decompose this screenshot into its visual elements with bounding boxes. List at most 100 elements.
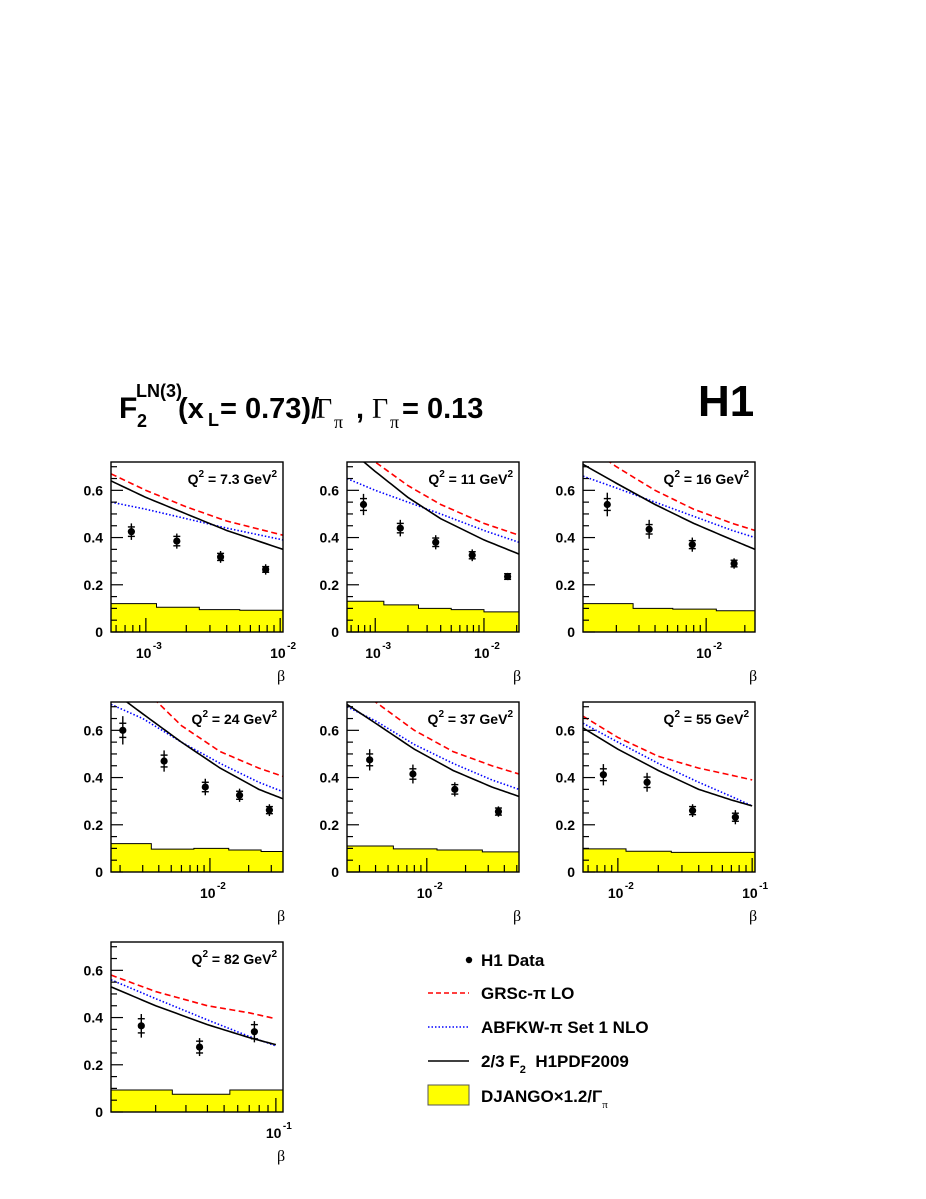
h1-logo: H1 [698, 377, 754, 426]
title-gamma-2: Γ [372, 394, 388, 425]
x-tick-exponent: -1 [283, 1121, 292, 1132]
y-tick-label: 0.2 [320, 817, 340, 833]
q2-label: Q2 = 7.3 GeV2 [188, 469, 278, 487]
django-histogram [111, 843, 283, 872]
x-axis-label: β [513, 908, 521, 925]
data-point [432, 535, 440, 550]
yellow-box-icon [427, 1084, 470, 1106]
legend-item-grs: GRSc-π LO [428, 984, 574, 1003]
q2-label: Q2 = 37 GeV2 [428, 709, 514, 727]
x-tick-exponent: -2 [217, 881, 226, 892]
x-tick-label: 10 [365, 645, 381, 661]
x-axis-label: β [277, 1148, 285, 1165]
legend-label: H1 Data [481, 951, 545, 970]
plot-frame [582, 701, 756, 873]
title-comma: , [356, 393, 364, 425]
django-histogram [583, 848, 755, 872]
legend-item-django: DJANGO×1.2/Γπ [427, 1084, 608, 1111]
y-tick-label: 0.2 [556, 817, 576, 833]
title-sup: LN(3) [136, 381, 182, 401]
data-point [366, 749, 374, 771]
data-marker-icon [465, 956, 473, 964]
abfkw-curve [347, 477, 519, 544]
y-tick-label: 0.6 [320, 482, 340, 498]
x-tick-label: 10 [696, 645, 712, 661]
data-point [262, 564, 270, 575]
data-point [731, 810, 739, 825]
data-point [451, 782, 459, 797]
y-tick-label: 0.2 [320, 577, 340, 593]
x-axis-label: β [513, 668, 521, 685]
q2-label: Q2 = 16 GeV2 [664, 469, 750, 487]
data-point [688, 537, 696, 552]
x-axis-label: β [277, 668, 285, 685]
data-point [216, 551, 225, 563]
data-point [730, 558, 738, 569]
legend-label: DJANGO×1.2/Γπ [481, 1087, 608, 1111]
x-tick-label: 10 [270, 645, 286, 661]
grs-curve [156, 702, 283, 778]
y-tick-label: 0.6 [556, 482, 576, 498]
title-pi-1: π [334, 412, 343, 432]
legend-label: 2/3 F2 H1PDF2009 [481, 1052, 629, 1076]
title-gamma-1: Γ [316, 394, 332, 425]
y-tick-label: 0.4 [320, 530, 340, 546]
y-tick-label: 0.6 [84, 722, 104, 738]
x-tick-exponent: -1 [759, 881, 768, 892]
legend-item-abfkw: ABFKW-π Set 1 NLO [428, 1018, 649, 1037]
grs-curve [111, 974, 277, 1020]
x-tick-label: 10 [417, 885, 433, 901]
abfkw-curve [583, 722, 753, 807]
data-point [504, 572, 512, 581]
data-point [250, 1021, 258, 1043]
y-tick-label: 0 [95, 864, 103, 880]
data-point [359, 493, 368, 516]
h1pdf-curve [125, 702, 283, 800]
title-part2: = 0.73)/ [220, 393, 319, 425]
legend-item-data: H1 Data [465, 951, 545, 970]
h1pdf-curve [347, 703, 519, 798]
y-tick-label: 0 [95, 1104, 103, 1120]
abfkw-curve [111, 501, 283, 541]
y-tick-label: 0.4 [84, 770, 104, 786]
grs-curve [373, 462, 519, 536]
x-tick-label: 10 [742, 885, 758, 901]
data-point [127, 523, 135, 540]
y-tick-label: 0.6 [84, 482, 104, 498]
x-tick-exponent: -3 [382, 641, 391, 652]
y-tick-label: 0 [95, 624, 103, 640]
x-tick-label: 10 [608, 885, 624, 901]
data-point [603, 492, 611, 517]
legend-label: ABFKW-π Set 1 NLO [481, 1018, 649, 1037]
x-tick-exponent: -2 [434, 881, 443, 892]
y-tick-label: 0 [331, 864, 339, 880]
x-tick-label: 10 [200, 885, 216, 901]
x-tick-exponent: -3 [153, 641, 162, 652]
x-axis-label: β [749, 668, 757, 685]
title-part1: (x [178, 393, 204, 425]
data-point [643, 772, 651, 792]
title-pi-2: π [390, 412, 399, 432]
y-tick-label: 0.2 [84, 1057, 104, 1073]
title-part3: = 0.13 [402, 393, 483, 425]
data-point [494, 806, 503, 817]
x-tick-label: 10 [474, 645, 490, 661]
x-axis-label: β [277, 908, 285, 925]
django-histogram [347, 600, 519, 632]
y-tick-label: 0 [567, 864, 575, 880]
y-tick-label: 0 [331, 624, 339, 640]
django-histogram [583, 603, 755, 632]
data-point [409, 764, 417, 784]
legend-item-h1pdf: 2/3 F2 H1PDF2009 [428, 1052, 629, 1076]
legend-label: GRSc-π LO [481, 984, 574, 1003]
grs-curve [583, 715, 753, 781]
plot-frame [110, 941, 284, 1113]
title-part1-sub: L [208, 410, 219, 430]
data-point [235, 788, 244, 802]
data-point [160, 750, 168, 772]
title-sub: 2 [137, 411, 147, 431]
